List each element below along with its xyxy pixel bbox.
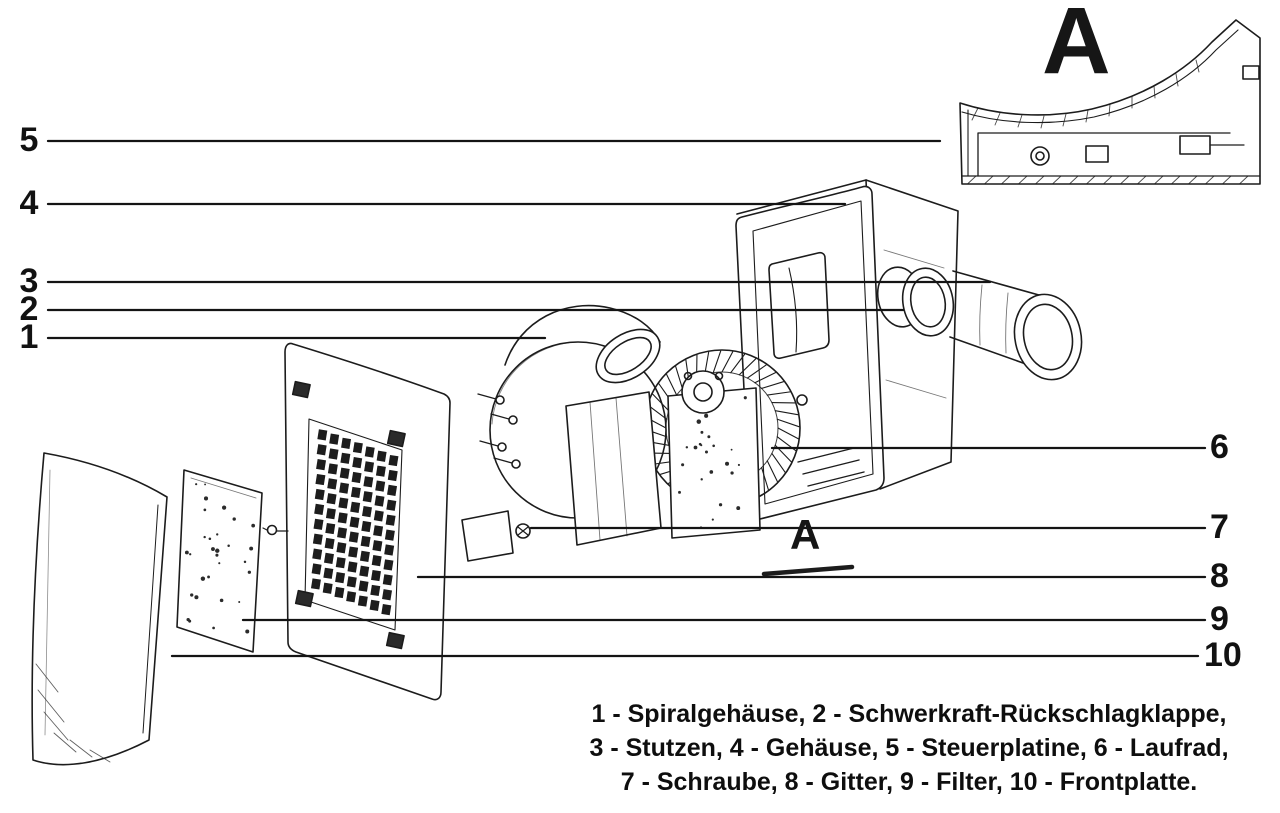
terminal-screws <box>477 393 521 469</box>
mottled-plate <box>667 387 761 539</box>
housing-drawing <box>735 179 959 521</box>
callout-number-10: 10 <box>1204 636 1242 674</box>
callout-number-6: 6 <box>1210 428 1229 466</box>
callout-number-4: 4 <box>19 184 39 222</box>
filter-clip <box>266 524 278 536</box>
callout-number-7: 7 <box>1210 508 1229 546</box>
impeller-drawing <box>643 349 801 539</box>
stutzen-drawing <box>949 270 1083 381</box>
check-flap-drawing <box>901 267 955 337</box>
front-plate-drawing <box>31 452 168 766</box>
detail-view-label: A <box>1042 0 1111 94</box>
section-cut-line <box>761 564 855 577</box>
callout-number-9: 9 <box>1210 600 1229 638</box>
callout-number-5: 5 <box>19 121 39 159</box>
filter-drawing <box>176 469 289 653</box>
mounting-bracket <box>461 510 514 562</box>
callout-number-2: 2 <box>19 290 39 328</box>
screw-drawing <box>515 523 531 539</box>
callout-number-8: 8 <box>1210 557 1229 595</box>
motor-capacitor-box <box>565 391 662 546</box>
legend-line-3: 7 - Schraube, 8 - Gitter, 9 - Filter, 10… <box>620 768 1198 796</box>
callout-number-3: 3 <box>19 262 39 300</box>
callout-number-1: 1 <box>19 318 39 356</box>
legend-line-2: 3 - Stutzen, 4 - Gehäuse, 5 - Steuerplat… <box>589 734 1229 762</box>
detail-a-drawing <box>959 19 1261 185</box>
parts-legend: 1 - Spiralgehäuse, 2 - Schwerkraft-Rücks… <box>538 697 1280 799</box>
detail-a-control-board <box>977 65 1260 177</box>
legend-line-1: 1 - Spiralgehäuse, 2 - Schwerkraft-Rücks… <box>591 700 1227 728</box>
leader-lines <box>46 139 1207 658</box>
grille-drawing <box>284 342 451 701</box>
impeller-hub <box>681 370 725 414</box>
spiral-housing-drawing <box>461 304 667 562</box>
section-marker-label: A <box>790 511 821 558</box>
